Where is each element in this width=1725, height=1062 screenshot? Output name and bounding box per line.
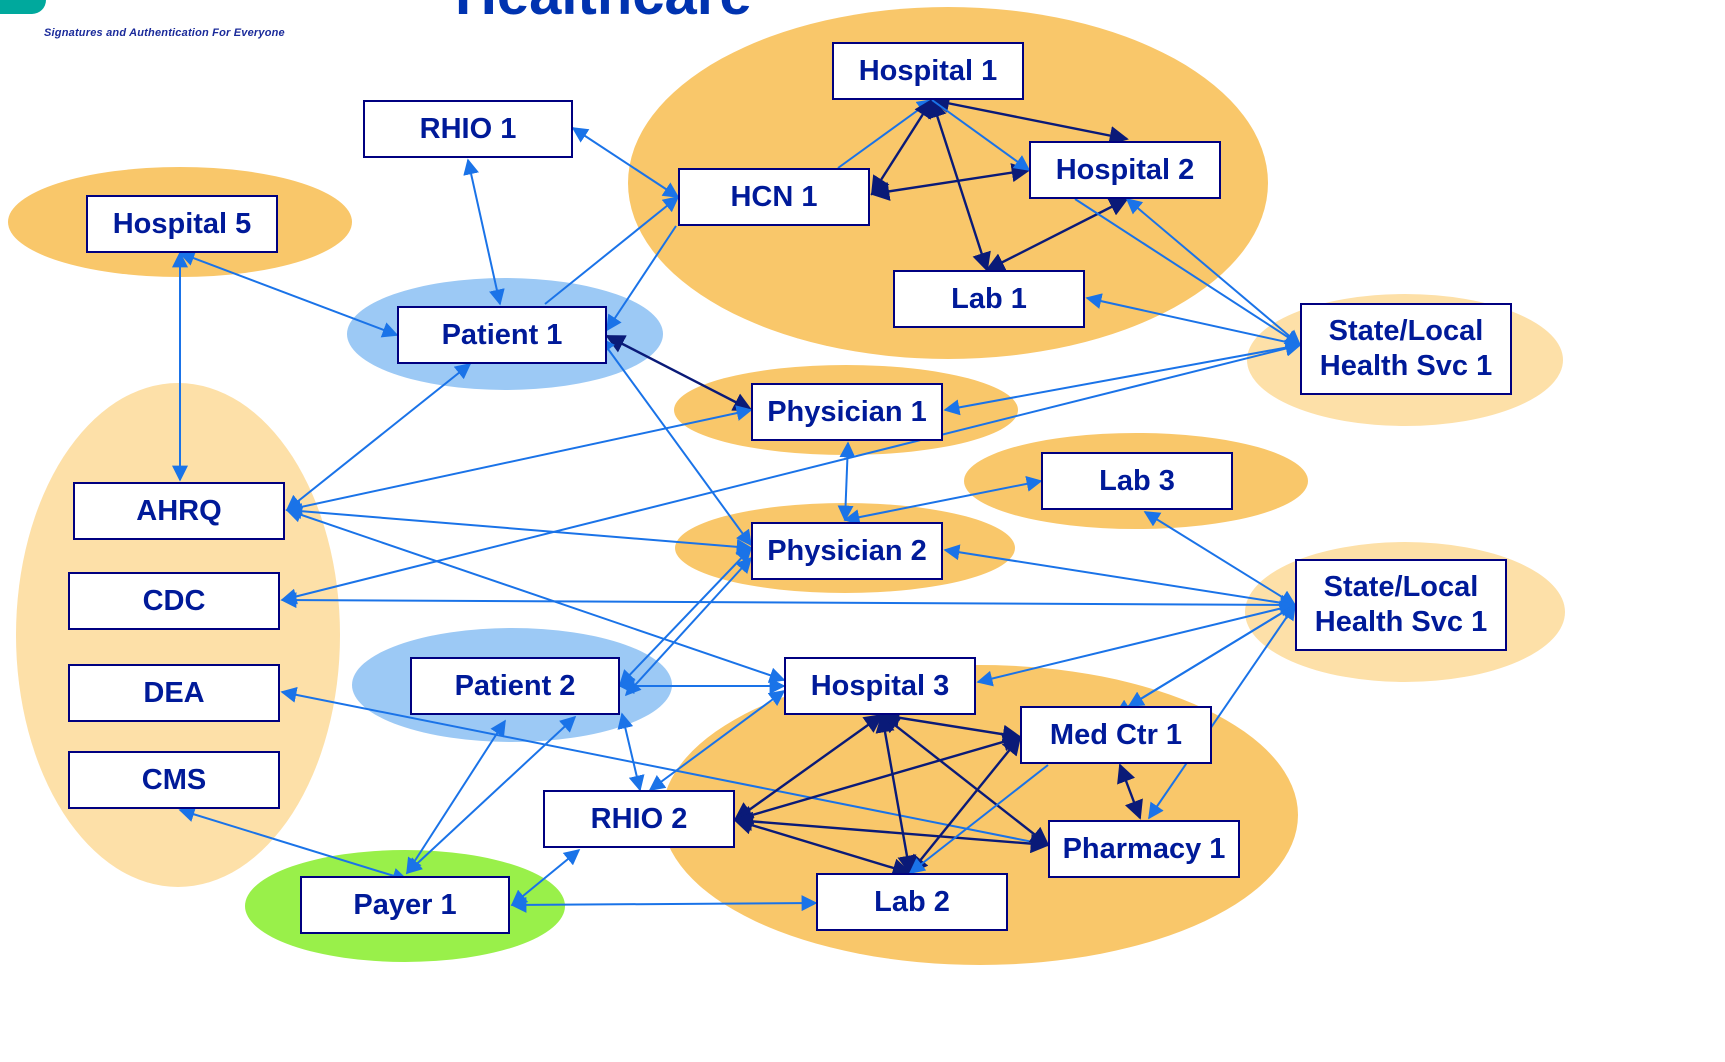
edge-arrow: [908, 735, 1022, 875]
node-state-local-health-svc-1-top: State/Local Health Svc 1: [1300, 303, 1512, 395]
node-lab-1: Lab 1: [893, 270, 1085, 328]
edge-arrow: [1085, 293, 1302, 350]
node-state-local-health-svc-1-bottom: State/Local Health Svc 1: [1295, 559, 1507, 651]
logo-tagline: Signatures and Authentication For Everyo…: [44, 27, 285, 39]
node-hospital-3: Hospital 3: [784, 657, 976, 715]
edge-arrow: [606, 225, 677, 332]
node-hospital-1: Hospital 1: [832, 42, 1024, 100]
node-lab-3: Lab 3: [1041, 452, 1233, 510]
edge-arrow: [1117, 763, 1143, 820]
node-cms: CMS: [68, 751, 280, 809]
edge-arrow: [1143, 511, 1297, 606]
edge-arrow: [843, 475, 1043, 526]
node-rhio-2: RHIO 2: [543, 790, 735, 848]
node-payer-1: Payer 1: [300, 876, 510, 934]
node-patient-2: Patient 2: [410, 657, 620, 715]
edge-arrow: [463, 158, 505, 306]
node-patient-1: Patient 1: [397, 306, 607, 364]
edge-arrow: [985, 197, 1129, 272]
logo: Signatures and Authentication For Everyo…: [0, 0, 375, 52]
page-title: Healthcare: [455, 0, 752, 24]
node-rhio-1: RHIO 1: [363, 100, 573, 158]
logo-mark: [0, 0, 46, 14]
node-physician-2: Physician 2: [751, 522, 943, 580]
node-hcn-1: HCN 1: [678, 168, 870, 226]
edge-arrow: [624, 556, 753, 697]
edge-arrow: [510, 895, 818, 913]
node-med-ctr-1: Med Ctr 1: [1020, 706, 1212, 764]
node-cdc: CDC: [68, 572, 280, 630]
node-physician-1: Physician 1: [751, 383, 943, 441]
edge-arrow: [178, 250, 399, 338]
edge-arrow: [571, 127, 680, 198]
node-hospital-5: Hospital 5: [86, 195, 278, 253]
node-dea: DEA: [68, 664, 280, 722]
edge-arrow: [908, 764, 1049, 874]
edge-arrow: [870, 98, 934, 196]
edge-arrow: [1114, 604, 1296, 715]
edge-layer: [172, 93, 1302, 913]
node-pharmacy-1: Pharmacy 1: [1048, 820, 1240, 878]
edge-arrow: [928, 98, 991, 272]
node-hospital-2: Hospital 2: [1029, 141, 1221, 199]
edge-arrow: [733, 815, 912, 878]
edge-arrow: [1148, 603, 1296, 820]
node-lab-2: Lab 2: [816, 873, 1008, 931]
node-ahrq: AHRQ: [73, 482, 285, 540]
edge-arrow: [544, 195, 680, 305]
edge-arrow: [931, 99, 1031, 171]
